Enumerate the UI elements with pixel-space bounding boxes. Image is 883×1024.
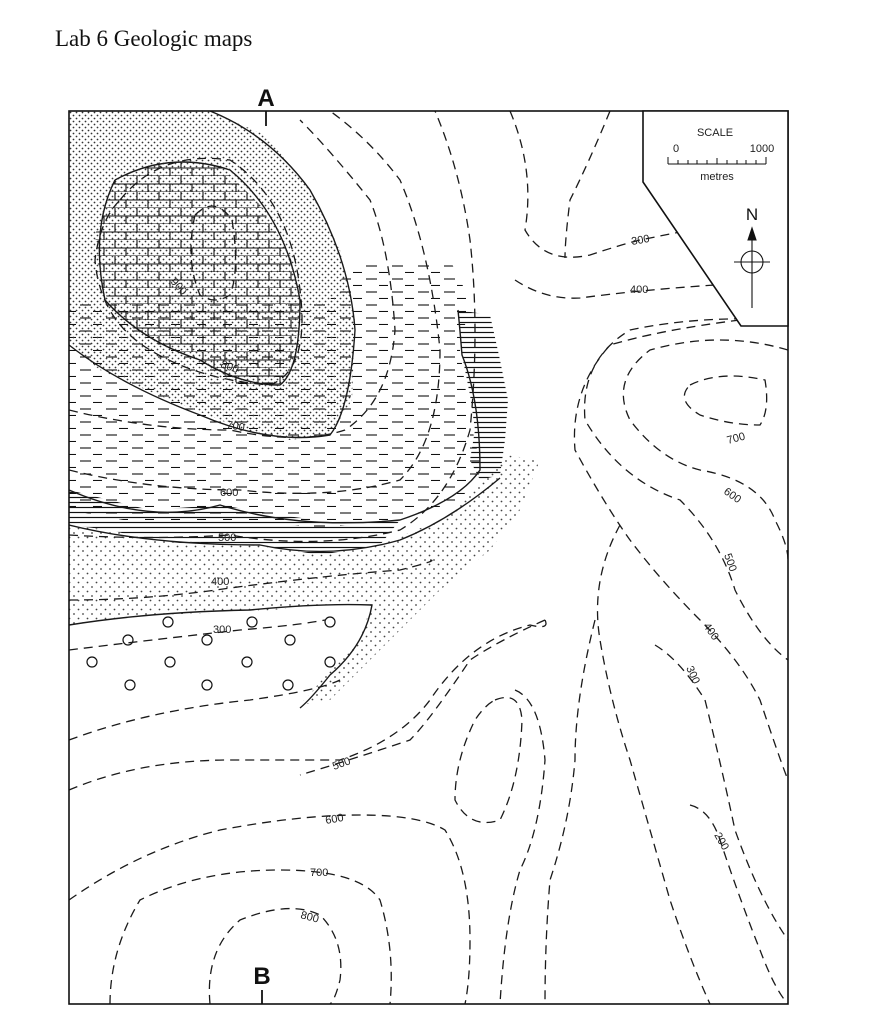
contour-label: 300 — [213, 624, 231, 636]
contour-500-e — [583, 318, 788, 661]
contour-label: 700 — [310, 867, 328, 879]
contour-800-nw — [94, 157, 303, 386]
scale-unit-label: metres — [700, 171, 734, 183]
contour-label: 500 — [218, 532, 236, 544]
boundary-coal-base — [69, 477, 501, 553]
contour-500-s-east — [544, 619, 596, 1004]
contour-label: 700 — [726, 431, 747, 447]
contour-400-n-lower — [514, 279, 736, 299]
boundary-sandstone-lower — [69, 603, 373, 709]
contour-500-s-main — [69, 619, 547, 791]
limestone-unit — [95, 160, 300, 385]
section-label-b: B — [253, 963, 270, 990]
contour-600-w — [69, 111, 441, 494]
contour-200-e — [689, 804, 788, 1004]
contour-600-s — [69, 814, 471, 1004]
contour-label: 800 — [219, 359, 240, 377]
contour-label: 500 — [331, 755, 352, 773]
conglomerate-unit — [69, 605, 370, 712]
contour-label: 600 — [220, 487, 238, 499]
contour-900 — [190, 205, 237, 301]
contour-label: 800 — [299, 909, 320, 925]
contour-800-s — [208, 907, 342, 1004]
boundary-sandstone-upper — [69, 111, 356, 439]
striped-coal-band-east — [458, 310, 508, 480]
contour-600-s-east — [499, 689, 546, 1004]
scale-end-label: 1000 — [750, 143, 774, 155]
contour-700-e — [683, 375, 768, 426]
scale-start-label: 0 — [673, 143, 679, 155]
contour-700-s — [109, 869, 392, 1004]
contour-400-n — [564, 111, 611, 259]
contour-400-center — [299, 619, 546, 776]
scale-bar — [667, 157, 767, 165]
contour-300-e — [596, 524, 711, 1004]
contour-500-s-loop — [454, 696, 523, 824]
contour-400-e — [573, 319, 788, 781]
contour-labels: 900 800 700 600 500 400 300 300 400 700 … — [168, 233, 747, 926]
contour-300-e-inner — [654, 644, 788, 941]
contour-label: 400 — [211, 576, 229, 588]
contour-label: 600 — [324, 812, 344, 827]
contour-label: 600 — [721, 486, 743, 506]
contour-label: 400 — [630, 284, 648, 296]
conglomerate-pebbles — [86, 616, 336, 691]
contour-label: 700 — [225, 419, 245, 434]
scale-title: SCALE — [697, 127, 733, 139]
contour-300-n — [509, 111, 681, 258]
contour-label: 200 — [711, 831, 731, 853]
contour-label: 500 — [721, 552, 739, 573]
contour-400-w — [69, 559, 433, 601]
contour-500-w — [69, 111, 476, 543]
contour-500-s — [69, 679, 341, 741]
north-label: N — [746, 205, 758, 224]
boundary-shale-base — [69, 309, 481, 524]
dotted-sandstone-lower — [69, 455, 540, 705]
contour-600-e — [622, 339, 788, 561]
map-frame — [68, 110, 789, 1005]
page-title: Lab 6 Geologic maps — [55, 26, 253, 51]
section-label-a: A — [257, 85, 274, 112]
north-arrow-icon — [734, 226, 770, 308]
contour-label: 300 — [683, 664, 702, 686]
contour-label: 300 — [630, 233, 650, 248]
